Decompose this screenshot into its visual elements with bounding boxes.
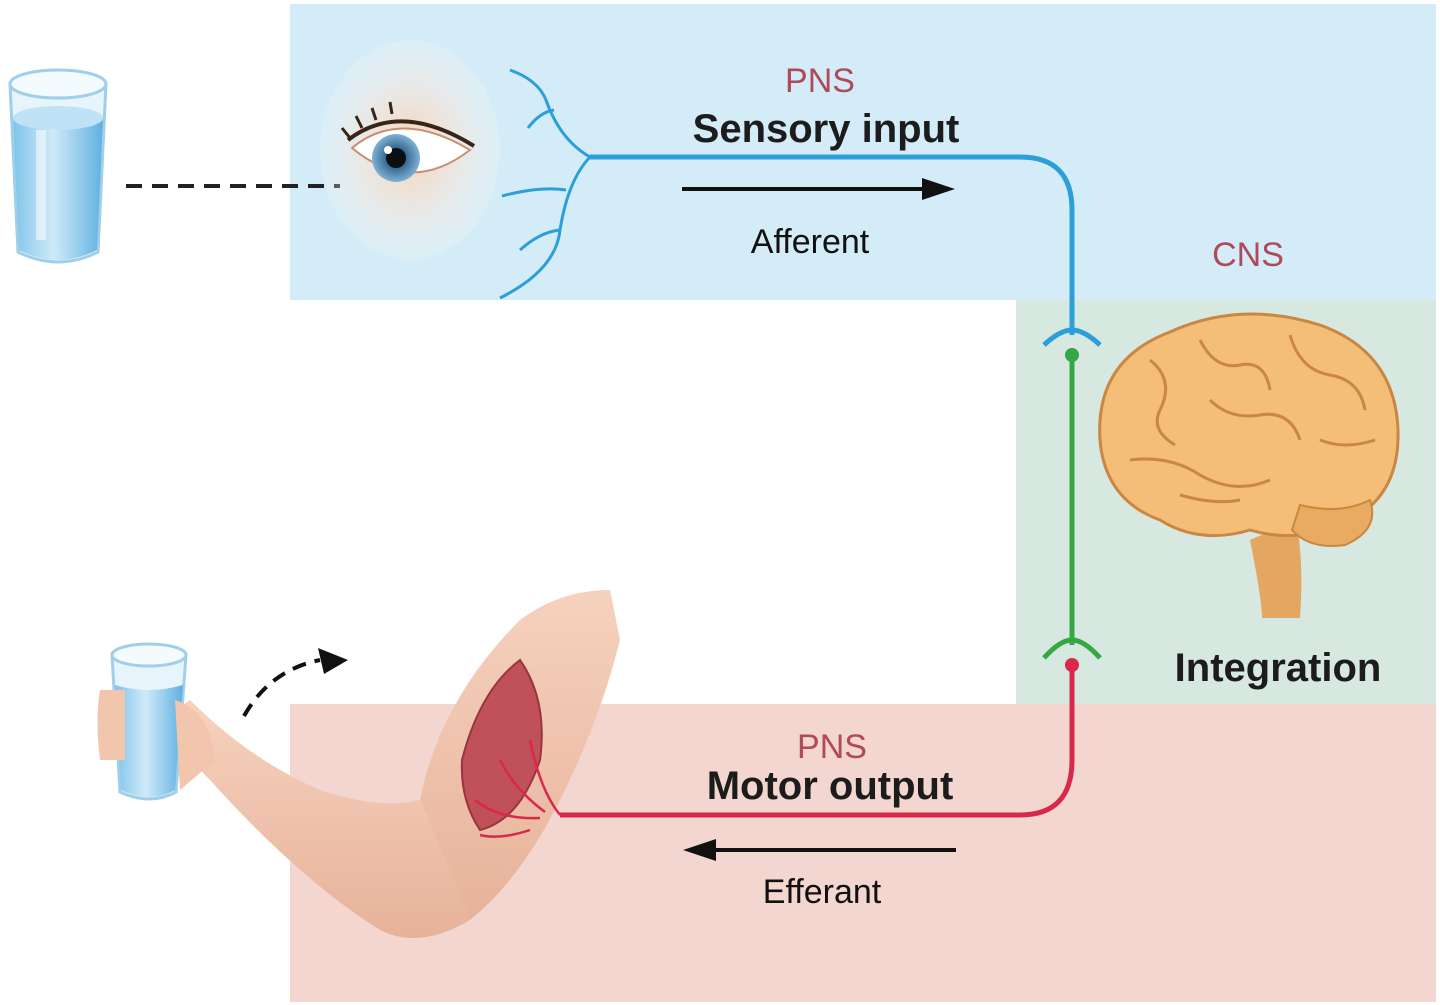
interneuron-synapse-fork	[1042, 637, 1102, 660]
water-glass-icon	[8, 68, 108, 264]
arm-holding-glass-icon	[97, 590, 620, 938]
efferent-arrow-head	[683, 839, 716, 861]
cns-region-label: CNS	[1212, 236, 1284, 274]
sensory-nerve	[590, 154, 1075, 335]
sensory-nerve-endings	[499, 68, 592, 300]
motor-nerve	[560, 665, 1075, 818]
sensory-input-title: Sensory input	[693, 107, 960, 151]
motor-output-title: Motor output	[707, 764, 954, 808]
sensory-synapse-fork	[1042, 327, 1102, 347]
brain-icon	[1098, 312, 1400, 618]
afferent-arrow-head	[922, 178, 955, 200]
motion-arrow-head	[318, 648, 348, 674]
eye-icon	[320, 40, 500, 260]
motion-dashed-arrow	[242, 658, 321, 717]
interneuron-terminal-top	[1065, 348, 1079, 362]
integration-title: Integration	[1175, 646, 1382, 690]
sensory-region-label: PNS	[785, 62, 855, 100]
efferent-label: Efferant	[763, 873, 882, 911]
afferent-label: Afferent	[751, 223, 870, 261]
motor-region-label: PNS	[797, 728, 867, 766]
